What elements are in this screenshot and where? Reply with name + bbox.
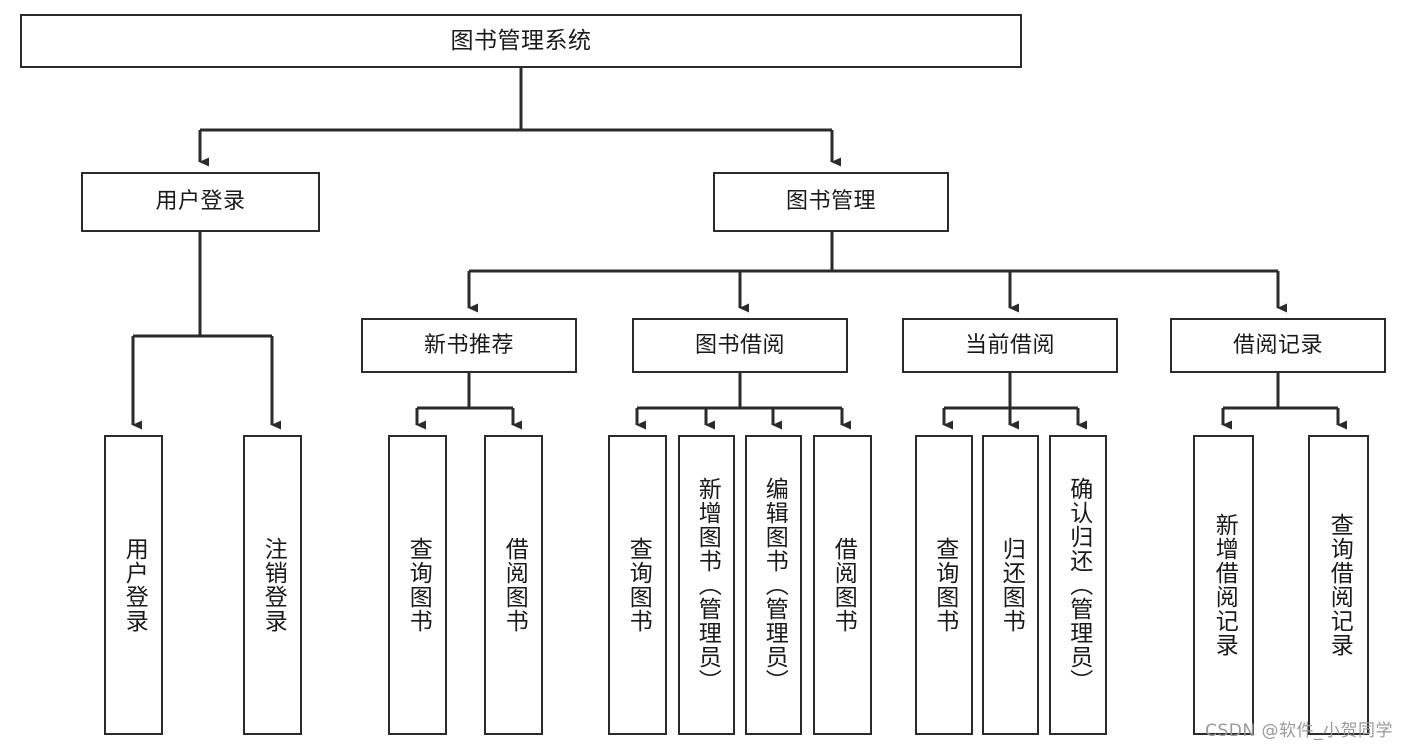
node-label: 用户登录 xyxy=(121,537,148,633)
node-label: 查询图书 xyxy=(931,537,958,633)
node-leaf-query-book-2[interactable]: 查询图书 xyxy=(608,435,667,735)
node-label: 用户登录 xyxy=(155,189,246,215)
node-book-management[interactable]: 图书管理 xyxy=(713,172,949,232)
node-new-book-recommend[interactable]: 新书推荐 xyxy=(361,318,577,373)
node-label: 图书借阅 xyxy=(694,332,785,358)
node-leaf-return-book[interactable]: 归还图书 xyxy=(982,435,1039,735)
node-leaf-user-login[interactable]: 用户登录 xyxy=(104,435,163,735)
node-label: 借阅图书 xyxy=(501,537,528,633)
node-leaf-borrow-book-1[interactable]: 借阅图书 xyxy=(484,435,543,735)
node-leaf-query-book-3[interactable]: 查询图书 xyxy=(915,435,973,735)
node-borrow-record[interactable]: 借阅记录 xyxy=(1170,318,1386,373)
node-label: 新书推荐 xyxy=(423,332,514,358)
node-leaf-logout-login[interactable]: 注销登录 xyxy=(243,435,302,735)
node-label: 注销登录 xyxy=(260,537,287,633)
node-leaf-query-book-1[interactable]: 查询图书 xyxy=(388,435,447,735)
csdn-watermark: CSDN @软件_小贺同学 xyxy=(1205,721,1393,741)
node-current-borrow[interactable]: 当前借阅 xyxy=(902,318,1118,373)
node-label: 确认归还（管理员） xyxy=(1065,477,1092,693)
node-leaf-borrow-book-2[interactable]: 借阅图书 xyxy=(813,435,872,735)
node-label: 借阅记录 xyxy=(1232,332,1323,358)
node-label: 新增借阅记录 xyxy=(1211,513,1238,657)
node-leaf-edit-book[interactable]: 编辑图书（管理员） xyxy=(745,435,802,735)
node-label: 图书管理 xyxy=(785,189,876,215)
node-leaf-add-borrow-record[interactable]: 新增借阅记录 xyxy=(1193,435,1254,735)
node-label: 编辑图书（管理员） xyxy=(761,477,788,693)
node-user-login[interactable]: 用户登录 xyxy=(81,172,320,232)
node-book-borrow[interactable]: 图书借阅 xyxy=(632,318,848,373)
node-root-book-management-system[interactable]: 图书管理系统 xyxy=(20,14,1022,68)
node-label: 查询借阅记录 xyxy=(1326,513,1353,657)
node-label: 图书管理系统 xyxy=(450,27,592,54)
node-label: 查询图书 xyxy=(405,537,432,633)
node-label: 借阅图书 xyxy=(830,537,857,633)
node-label: 当前借阅 xyxy=(964,332,1055,358)
node-label: 归还图书 xyxy=(998,537,1025,633)
node-leaf-add-book[interactable]: 新增图书（管理员） xyxy=(678,435,735,735)
node-label: 新增图书（管理员） xyxy=(694,477,721,693)
node-leaf-confirm-return[interactable]: 确认归还（管理员） xyxy=(1049,435,1107,735)
node-leaf-query-borrow-record[interactable]: 查询借阅记录 xyxy=(1308,435,1369,735)
node-label: 查询图书 xyxy=(625,537,652,633)
